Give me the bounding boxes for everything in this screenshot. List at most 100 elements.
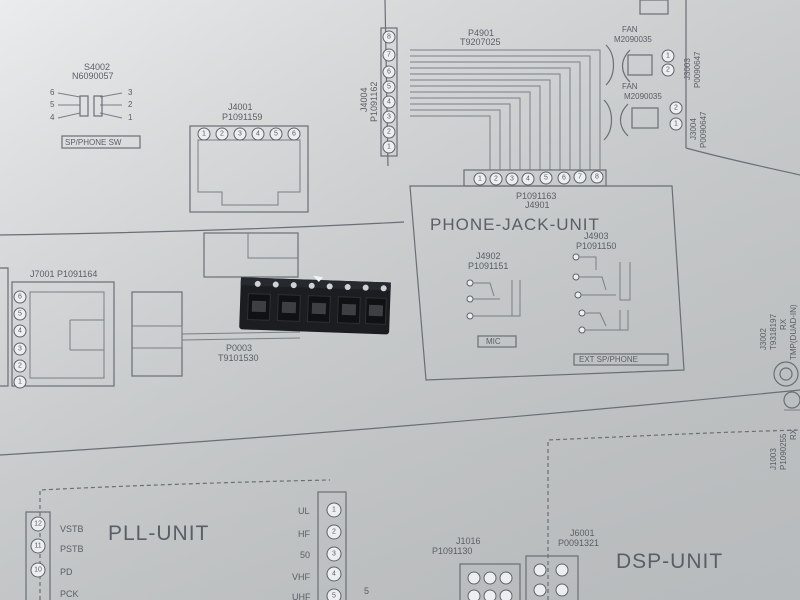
j3003-ref: J3003 xyxy=(683,58,692,80)
sw-pin-label: 3 xyxy=(128,88,133,97)
j4902-jack-symbol xyxy=(473,280,521,317)
svg-text:1: 1 xyxy=(332,507,336,514)
j1016-ref: J1016 xyxy=(456,536,481,546)
pll-signal: VHF xyxy=(292,572,311,582)
j4903-part: P1091150 xyxy=(576,241,616,251)
fan2-label: FAN xyxy=(622,82,638,91)
svg-text:7: 7 xyxy=(578,174,582,181)
svg-text:1: 1 xyxy=(202,131,206,138)
svg-text:2: 2 xyxy=(332,529,336,536)
svg-text:5: 5 xyxy=(18,311,22,318)
fan2-icon xyxy=(603,99,629,141)
svg-text:6: 6 xyxy=(18,294,22,301)
svg-text:11: 11 xyxy=(34,543,41,550)
svg-text:3: 3 xyxy=(18,346,22,353)
svg-text:5: 5 xyxy=(544,175,548,182)
pll-extra-pin: 5 xyxy=(364,586,369,596)
j7001-ref: J7001 P1091164 xyxy=(30,269,97,279)
connector-j4001: J4001 P1091159 1 2 3 4 5 6 xyxy=(189,102,309,213)
s4002-ref: S4002 xyxy=(84,62,110,72)
sw-pin-label: 6 xyxy=(50,88,55,97)
mic-label: MIC xyxy=(486,337,501,346)
phone-jack-unit-title: PHONE-JACK-UNIT xyxy=(430,215,600,234)
svg-text:6: 6 xyxy=(562,175,566,182)
j1003-signal: RX xyxy=(789,428,798,440)
fan1-part: M2090035 xyxy=(614,35,652,44)
svg-text:5: 5 xyxy=(274,131,278,138)
svg-text:4: 4 xyxy=(387,99,391,106)
svg-text:10: 10 xyxy=(34,567,42,574)
j3003-part: P0090647 xyxy=(693,51,702,88)
j3004-part: P0090647 xyxy=(699,111,708,148)
fan1-label: FAN xyxy=(622,25,638,34)
p4901-part: T9207025 xyxy=(460,37,501,47)
pll-signal: UL xyxy=(298,506,310,516)
svg-text:3: 3 xyxy=(238,131,242,138)
p4901-ref: P4901 xyxy=(468,28,494,38)
svg-text:8: 8 xyxy=(595,174,599,181)
connector-j7001: J7001 P1091164 6 5 4 3 2 1 xyxy=(0,267,115,389)
pll-signal: PD xyxy=(60,567,73,577)
j1016-part: P1091130 xyxy=(432,546,472,556)
pll-signal: UHF xyxy=(292,592,311,600)
svg-text:1: 1 xyxy=(478,176,482,183)
switch-s4002: S4002 N6090057 6 5 4 3 2 1 SP/PHONE SW xyxy=(50,62,141,149)
j4902-ref: J4902 xyxy=(476,251,501,261)
svg-text:4: 4 xyxy=(18,328,22,335)
ribbon-p4901: P4901 T9207025 xyxy=(410,28,601,170)
svg-text:6: 6 xyxy=(292,131,296,138)
pll-signal: HF xyxy=(298,529,310,539)
j4004-part: P1091162 xyxy=(369,82,379,122)
svg-text:7: 7 xyxy=(387,52,391,59)
svg-text:2: 2 xyxy=(220,131,224,138)
sw-pin-label: 2 xyxy=(128,100,133,109)
border-line-right-curve xyxy=(685,147,800,176)
svg-text:1: 1 xyxy=(18,379,22,386)
j4901-ref: J4901 xyxy=(525,200,550,210)
pll-unit: 12 11 10 VSTB PSTB PD PCK PLL-UNIT 1 2 3… xyxy=(25,479,369,600)
svg-text:2: 2 xyxy=(674,105,678,112)
svg-text:4: 4 xyxy=(256,131,260,138)
sw-pin-label: 1 xyxy=(128,113,133,122)
right-edge-connectors: J3002 T9318197 RX TMP(DUAD-IN) J1003 P10… xyxy=(759,304,800,470)
sw-pin-label: 5 xyxy=(50,100,55,109)
j3002-signal: RX xyxy=(779,318,788,330)
svg-text:1: 1 xyxy=(666,53,670,60)
svg-text:1: 1 xyxy=(674,121,678,128)
svg-text:3: 3 xyxy=(510,176,514,183)
svg-text:12: 12 xyxy=(34,521,42,528)
border-line-lower xyxy=(0,389,800,456)
j3002-ref: J3002 xyxy=(759,328,768,350)
fan-section: FAN M2090035 1 2 J3003 P0090647 FAN M209… xyxy=(603,0,708,148)
svg-text:2: 2 xyxy=(18,363,22,370)
j3002-signal-2: TMP(DUAD-IN) xyxy=(789,304,798,360)
s4002-part: N6090057 xyxy=(72,71,114,81)
svg-text:4: 4 xyxy=(332,571,336,578)
svg-text:3: 3 xyxy=(332,551,336,558)
sw-pin-label: 4 xyxy=(50,113,55,122)
pll-unit-title: PLL-UNIT xyxy=(108,522,209,545)
p0003-ref: P0003 xyxy=(226,343,252,353)
component-tape xyxy=(239,275,391,335)
j1003-part: P1090255 xyxy=(779,433,788,470)
svg-text:2: 2 xyxy=(666,67,670,74)
j3004-ref: J3004 xyxy=(689,118,698,140)
svg-text:5: 5 xyxy=(332,593,336,600)
sot23-chips xyxy=(246,293,387,325)
ext-sp-phone-label: EXT SP/PHONE xyxy=(579,355,638,364)
connector-j4901: 1 2 3 4 5 6 7 8 P1091163 J4901 xyxy=(463,169,607,210)
j4901-part: P1091163 xyxy=(516,191,556,201)
fan2-part: M2090035 xyxy=(624,92,662,101)
svg-text:1: 1 xyxy=(387,144,391,151)
svg-text:2: 2 xyxy=(387,129,391,136)
dsp-section: J1016 P1091130 J6001 P0091321 DSP-UNIT xyxy=(432,429,800,600)
svg-text:6: 6 xyxy=(387,69,391,76)
p0003-part: T9101530 xyxy=(218,353,259,363)
j4903-jack-symbol xyxy=(579,256,631,331)
connector-j4004: J4004 P1091162 1 2 3 4 5 6 7 8 xyxy=(359,27,398,157)
sw-label: SP/PHONE SW xyxy=(65,138,122,147)
pll-signal: PCK xyxy=(60,589,79,599)
j4001-ref: J4001 xyxy=(228,102,253,112)
j4903-ref: J4903 xyxy=(584,231,609,241)
